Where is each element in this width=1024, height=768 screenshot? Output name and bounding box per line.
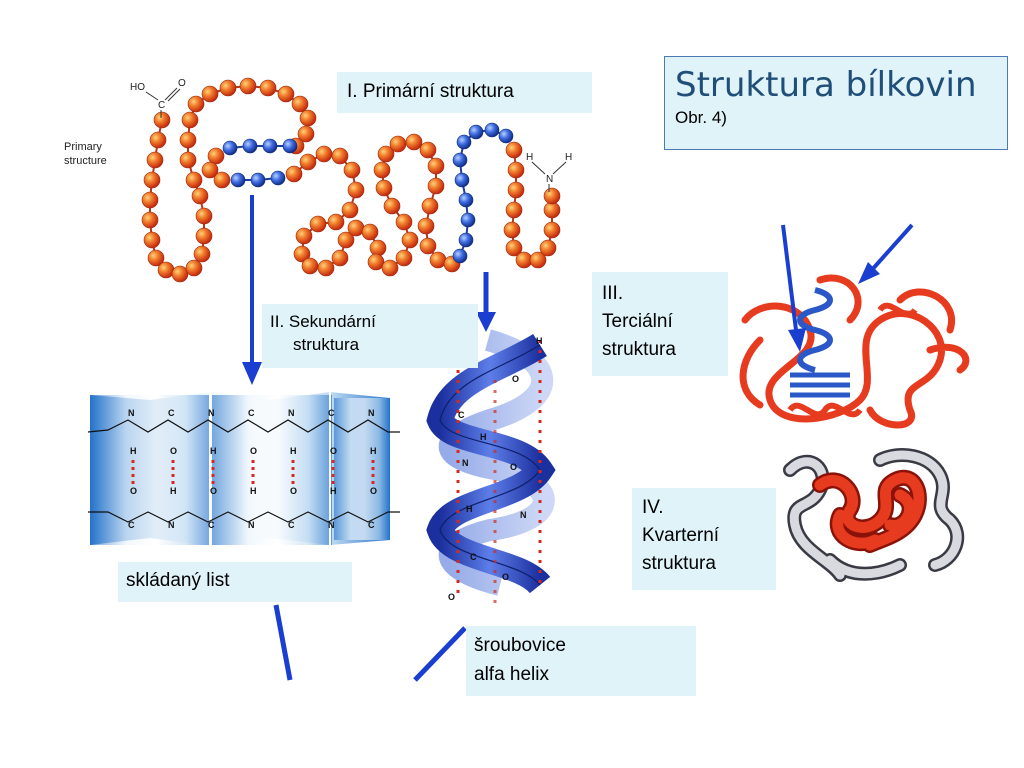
svg-text:O: O bbox=[510, 462, 517, 472]
title-box: Struktura bílkovin Obr. 4) bbox=[664, 56, 1008, 150]
arrow-helix-line bbox=[413, 626, 467, 682]
svg-text:H: H bbox=[370, 446, 377, 456]
svg-text:N: N bbox=[208, 408, 215, 418]
svg-text:O: O bbox=[370, 486, 377, 496]
label-tertiary-line1: III. bbox=[602, 283, 624, 304]
svg-text:N: N bbox=[288, 408, 295, 418]
svg-text:N: N bbox=[168, 520, 175, 530]
svg-text:C: C bbox=[458, 410, 465, 420]
label-tertiary-line3: struktura bbox=[602, 339, 676, 360]
svg-text:O: O bbox=[290, 486, 297, 496]
svg-text:N: N bbox=[462, 458, 469, 468]
arrow-sheet-line bbox=[273, 604, 293, 681]
svg-text:O: O bbox=[512, 374, 519, 384]
svg-text:C: C bbox=[288, 520, 295, 530]
svg-text:C: C bbox=[168, 408, 175, 418]
label-helix-line1: šroubovice bbox=[474, 635, 566, 656]
svg-text:H: H bbox=[170, 486, 177, 496]
label-helix-line2: alfa helix bbox=[474, 664, 549, 685]
label-quaternary-line1: IV. bbox=[642, 497, 664, 518]
label-primary-structure: I. Primární struktura bbox=[337, 72, 592, 113]
svg-text:O: O bbox=[170, 446, 177, 456]
svg-text:N: N bbox=[328, 520, 335, 530]
label-tertiary-line2: Terciální bbox=[602, 311, 673, 332]
label-tertiary-structure: III. Terciální struktura bbox=[592, 272, 728, 376]
label-secondary-line2: struktura bbox=[293, 335, 360, 354]
primary-caption-1: Primary bbox=[64, 141, 102, 153]
svg-text:C: C bbox=[248, 408, 255, 418]
carboxyl-c: C bbox=[158, 100, 165, 111]
label-primary-text: I. Primární struktura bbox=[347, 81, 514, 102]
carboxyl-o: O bbox=[178, 78, 186, 89]
svg-text:O: O bbox=[210, 486, 217, 496]
svg-text:H: H bbox=[250, 486, 257, 496]
amino-h1: H bbox=[526, 152, 533, 163]
svg-text:C: C bbox=[470, 552, 477, 562]
svg-text:H: H bbox=[466, 504, 473, 514]
svg-text:O: O bbox=[250, 446, 257, 456]
svg-text:N: N bbox=[520, 510, 527, 520]
svg-text:O: O bbox=[448, 592, 455, 602]
svg-text:H: H bbox=[130, 446, 137, 456]
svg-text:N: N bbox=[368, 408, 375, 418]
label-secondary-line1: II. Sekundární bbox=[270, 312, 376, 331]
svg-text:C: C bbox=[368, 520, 375, 530]
label-secondary-structure: II. Sekundární struktura bbox=[262, 304, 478, 368]
quaternary-structure-illustration bbox=[778, 448, 986, 584]
primary-structure-chain bbox=[141, 77, 561, 283]
arrow-tertiary-right bbox=[868, 223, 914, 274]
svg-text:O: O bbox=[502, 572, 509, 582]
slide-subtitle: Obr. 4) bbox=[675, 108, 727, 127]
alpha-helix-illustration: H O C H N O H N C O O bbox=[426, 329, 556, 610]
svg-text:C: C bbox=[208, 520, 215, 530]
beta-sheet-illustration: N C N C N C N C N C N C N C H O H O H O H O H O H O H O bbox=[87, 392, 400, 546]
svg-text:H: H bbox=[330, 486, 337, 496]
slide-title: Struktura bílkovin bbox=[675, 65, 977, 105]
svg-text:C: C bbox=[328, 408, 335, 418]
amino-n: N bbox=[546, 174, 553, 185]
label-pleated-sheet: skládaný list bbox=[118, 562, 352, 602]
arrows bbox=[242, 195, 914, 682]
amino-h2: H bbox=[565, 152, 572, 163]
svg-text:O: O bbox=[330, 446, 337, 456]
label-quaternary-structure: IV. Kvarterní struktura bbox=[632, 488, 776, 590]
label-sheet-text: skládaný list bbox=[126, 570, 230, 591]
label-alpha-helix: šroubovice alfa helix bbox=[466, 626, 696, 696]
svg-text:N: N bbox=[248, 520, 255, 530]
svg-text:O: O bbox=[130, 486, 137, 496]
svg-text:C: C bbox=[128, 520, 135, 530]
label-quaternary-line3: struktura bbox=[642, 553, 716, 574]
arrow-tertiary-left bbox=[781, 224, 799, 339]
primary-caption-2: structure bbox=[64, 155, 107, 167]
label-quaternary-line2: Kvarterní bbox=[642, 525, 720, 546]
svg-text:N: N bbox=[128, 408, 135, 418]
svg-text:H: H bbox=[480, 432, 487, 442]
svg-text:H: H bbox=[290, 446, 297, 456]
svg-text:H: H bbox=[536, 336, 543, 346]
svg-text:H: H bbox=[210, 446, 217, 456]
tertiary-structure-illustration bbox=[728, 225, 986, 435]
carboxyl-ho: HO bbox=[130, 82, 145, 93]
